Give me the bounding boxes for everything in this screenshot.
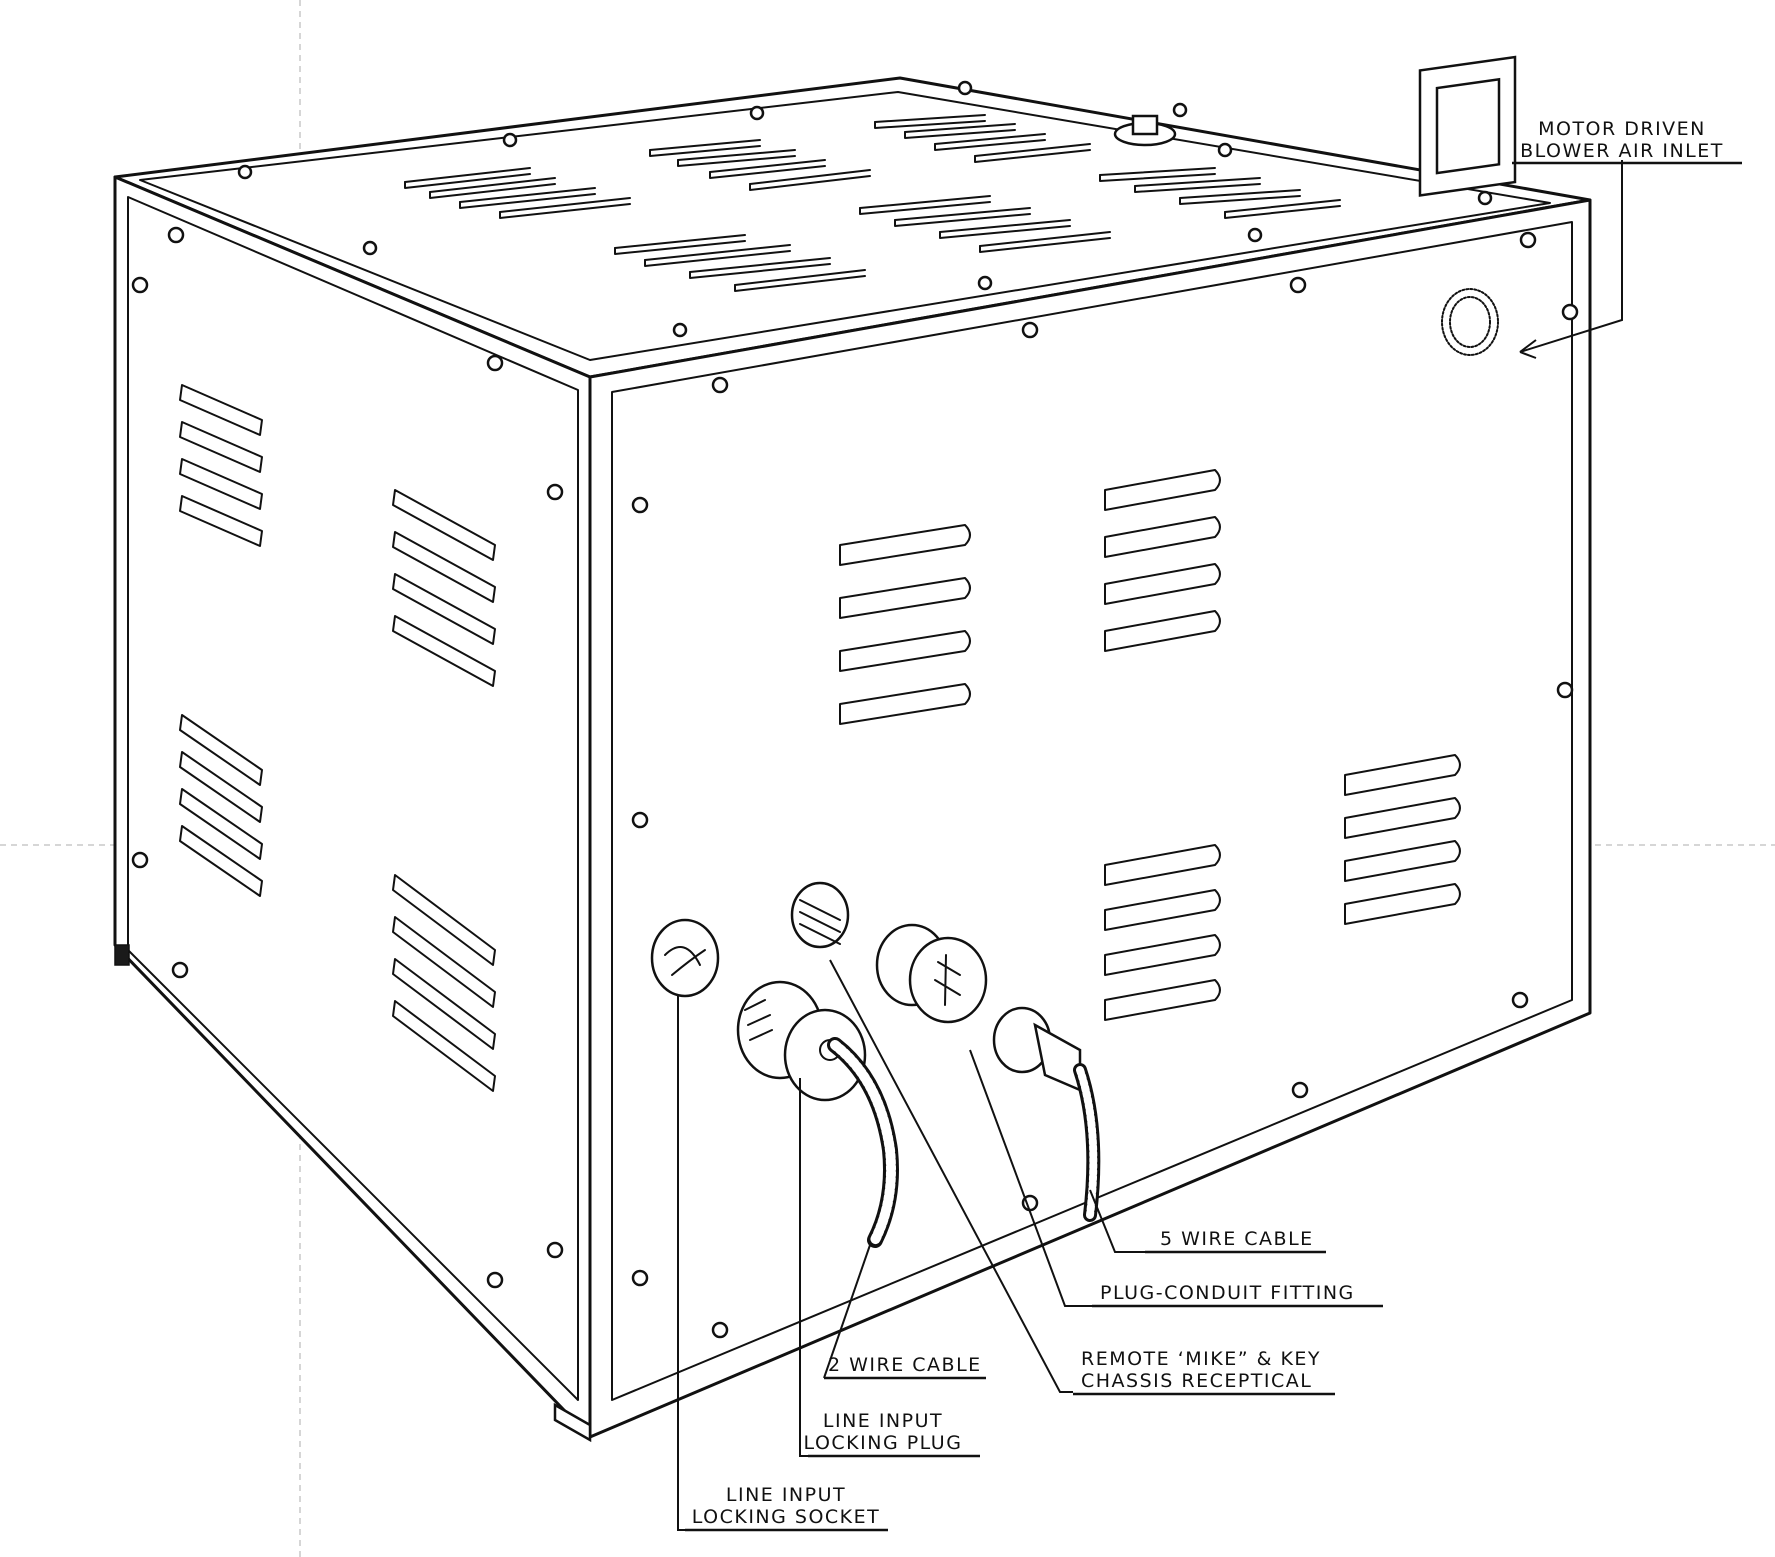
- cabinet-foot: [553, 1402, 592, 1443]
- cabinet-left-inner-edge: [127, 196, 579, 1401]
- label-remote-line1: REMOTE ‘MIKE” & KEY: [1081, 1348, 1321, 1370]
- left-side-louvers: [179, 384, 496, 1092]
- label-conduit-text: PLUG-CONDUIT FITTING: [1100, 1282, 1355, 1304]
- cabinet-front-inner-edge: [611, 221, 1573, 1401]
- label-line-input-socket: LINE INPUT LOCKING SOCKET: [685, 1484, 888, 1532]
- label-line-input-plug: LINE INPUT LOCKING PLUG: [804, 1410, 980, 1458]
- label-socket-line1: LINE INPUT: [726, 1484, 846, 1506]
- cabinet-top-inner-edge: [139, 91, 1551, 361]
- two-wire-cable: [827, 1037, 899, 1248]
- blower-air-inlet: [1418, 55, 1517, 356]
- label-plug-conduit-fitting: PLUG-CONDUIT FITTING: [1092, 1282, 1383, 1308]
- line-input-locking-plug: [736, 980, 867, 1102]
- label-blower-line1: MOTOR DRIVEN: [1538, 118, 1706, 140]
- label-two-wire-text: 2 WIRE CABLE: [828, 1354, 982, 1376]
- left-side-screws: [131, 226, 564, 1289]
- front-louvers: [839, 469, 1461, 1021]
- cabinet-left-panel: [113, 175, 592, 1439]
- top-louvers: [237, 80, 1493, 338]
- label-remote-line2: CHASSIS RECEPTICAL: [1081, 1370, 1312, 1392]
- label-remote-receptacle: REMOTE ‘MIKE” & KEY CHASSIS RECEPTICAL: [1073, 1348, 1335, 1396]
- line-input-locking-socket: [650, 918, 720, 998]
- cabinet-front-panel: [588, 198, 1592, 1439]
- label-blower-line2: BLOWER AIR INLET: [1520, 140, 1724, 162]
- label-socket-line2: LOCKING SOCKET: [692, 1506, 881, 1528]
- label-plug-line1: LINE INPUT: [823, 1410, 943, 1432]
- remote-mike-key-receptacle: [790, 881, 850, 949]
- leader-lines: [677, 160, 1623, 1531]
- label-blower-air-inlet: MOTOR DRIVEN BLOWER AIR INLET: [1512, 118, 1742, 165]
- label-five-wire-text: 5 WIRE CABLE: [1160, 1228, 1314, 1250]
- five-wire-cable-connector: [992, 1006, 1101, 1222]
- top-fitting-stem: [1131, 114, 1159, 136]
- plug-conduit-fitting: [875, 923, 988, 1024]
- label-two-wire-cable: 2 WIRE CABLE: [824, 1354, 986, 1380]
- cabinet-foot: [114, 944, 130, 966]
- cabinet: [113, 76, 1592, 1443]
- label-five-wire-cable: 5 WIRE CABLE: [1145, 1228, 1326, 1254]
- label-plug-line2: LOCKING PLUG: [804, 1432, 963, 1454]
- front-screws: [631, 231, 1579, 1339]
